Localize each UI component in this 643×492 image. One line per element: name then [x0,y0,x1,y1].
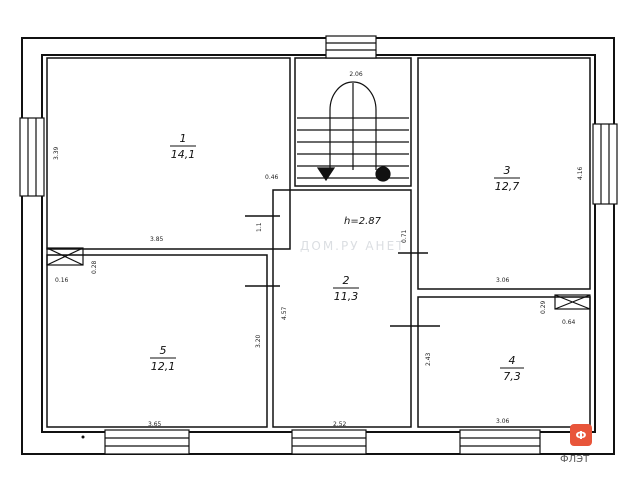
dim-room2-left: 4.57 [281,306,288,320]
room-5-outline [46,254,268,428]
room-4-area: 7,3 [503,370,521,383]
marker-dot [81,435,85,439]
room-3-label: 3 12,7 [494,164,520,193]
room-5-label: 5 12,1 [150,344,176,373]
dim-vent-left-b: 0.28 [91,260,98,274]
staircase [297,81,409,182]
dim-room5-bottom: 3.65 [148,421,162,428]
window-top [325,35,377,59]
room-4-outline [417,296,591,428]
dim-room2-right: 0.71 [401,229,408,243]
interior-walls [46,57,591,428]
dim-room5-right: 3.20 [255,334,262,348]
room-5-number: 5 [160,344,167,357]
dimension-labels: 2.06 3.39 0.46 3.85 1.1 0.16 0.28 3.20 3… [53,71,584,428]
room-2-area: 11,3 [334,290,359,303]
brand-icon [570,424,592,446]
windows [19,35,618,455]
stair-arrow-icon [316,167,336,182]
dim-stair-width: 2.06 [349,71,363,78]
dim-vent-left-a: 0.16 [55,277,69,284]
room-3-outline [417,57,591,290]
dim-room3-right: 4.16 [577,166,584,180]
room-2-outline [272,189,412,428]
window-bottom-middle [291,429,367,455]
window-left [19,117,45,197]
dim-vent-right-b: 0.64 [562,319,576,326]
dim-room1-left: 3.39 [53,146,60,160]
watermark: ДОМ.РУ АНЕТ [300,239,406,253]
window-bottom-left [104,429,190,455]
window-right [592,123,618,205]
dim-wall-gap: 1.1 [256,222,263,232]
vent-right [554,294,591,310]
room-2-label: 2 11,3 [333,274,359,303]
vent-left [46,247,84,266]
ceiling-height: h=2.87 [344,216,382,227]
room-3-number: 3 [504,164,511,177]
room-5-area: 12,1 [151,360,176,373]
room-3-area: 12,7 [495,180,520,193]
room-1-label: 1 14,1 [170,132,196,161]
room-1-outline [46,57,291,250]
dim-room1-bottom: 3.85 [150,236,164,243]
room-4-number: 4 [509,354,516,367]
stair-circle-icon [375,166,391,182]
window-bottom-right [459,429,541,455]
dim-room3-bottom: 3.06 [496,277,510,284]
dim-room4-bottom: 3.06 [496,418,510,425]
dim-room2-bottom: 2.52 [333,421,347,428]
dim-room4-left: 2.43 [425,352,432,366]
svg-text:Ф: Ф [576,429,587,442]
brand-text: ФЛЭТ [560,454,590,465]
dim-vent-right-a: 0.29 [540,300,547,314]
dim-room1-right: 0.46 [265,174,279,181]
room-1-area: 14,1 [171,148,196,161]
room-2-number: 2 [343,274,350,287]
brand-logo: Ф ФЛЭТ [560,424,592,465]
room-4-label: 4 7,3 [500,354,524,383]
room-1-number: 1 [180,132,187,145]
door-markers [245,215,440,327]
